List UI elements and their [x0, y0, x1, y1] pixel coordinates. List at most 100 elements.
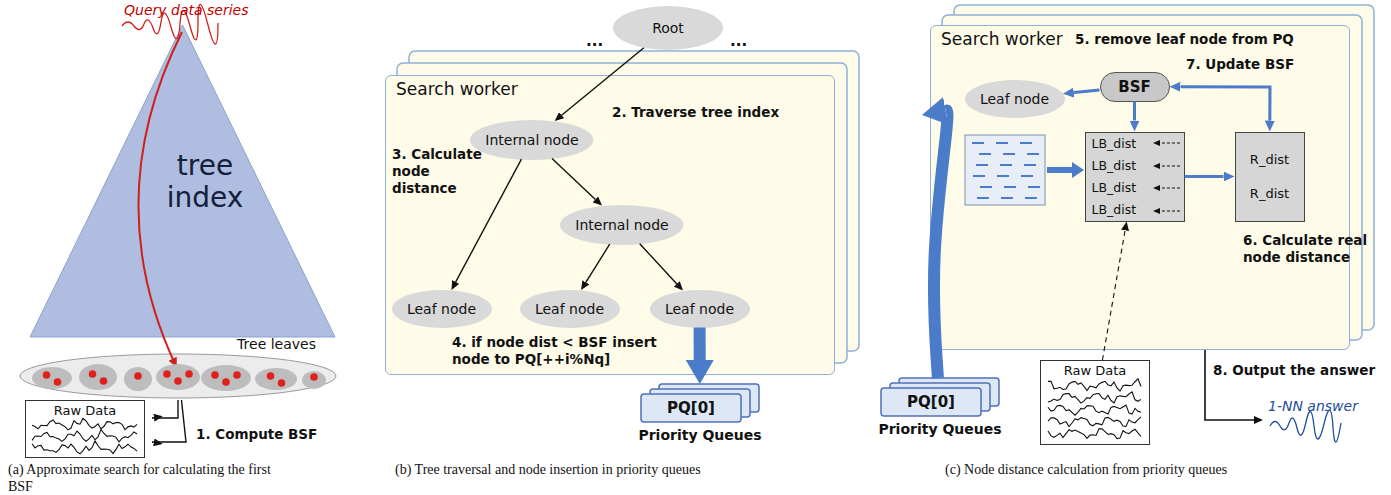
node-text: Raw Data [1041, 361, 1149, 378]
lb-fetch-line [1160, 188, 1180, 189]
real-distance-box: R_distR_dist [1235, 132, 1305, 222]
node-text: tree index [150, 150, 260, 214]
series-dash [1025, 197, 1037, 199]
series-dash [997, 175, 1009, 177]
node-text: LB_dist [1086, 136, 1184, 151]
node-text: Priority Queues [865, 421, 1015, 437]
label-holder: 6. Calculate real node distance [1243, 232, 1378, 266]
connector [152, 400, 186, 442]
leaf-cluster [255, 368, 297, 390]
ellipsis-label: ... [586, 32, 603, 50]
caption: (c) Node distance calculation from prior… [945, 462, 1345, 479]
ellipse-outline [613, 6, 723, 50]
label-holder: 8. Output the answer [1213, 362, 1385, 379]
label-holder: 3. Calculate node distance [392, 146, 488, 197]
ellipsis-label: ... [730, 32, 747, 50]
series-dash [1027, 153, 1039, 155]
connector [694, 328, 706, 361]
label-holder: (a) Approximate search for calculating t… [8, 462, 288, 495]
ellipse-outline [520, 290, 620, 328]
series-dash [973, 175, 985, 177]
step-label: 2. Traverse tree index [612, 104, 779, 121]
series-dot [54, 378, 62, 386]
series-dot [89, 370, 97, 378]
node-text: R_dist [1250, 186, 1289, 201]
raw-series-line [1048, 392, 1141, 403]
band-outline [20, 354, 336, 398]
raw-series-line [32, 441, 137, 454]
node-text: LB_dist [1086, 202, 1184, 217]
leaf-cluster [201, 365, 251, 391]
connector [152, 400, 178, 418]
node-text: Search worker [386, 76, 834, 102]
node-text: Internal node [575, 217, 668, 233]
answer-label: 1-NN answer [1268, 398, 1358, 414]
series-dot [43, 371, 51, 379]
series-dash [1021, 175, 1033, 177]
series-dash [979, 153, 991, 155]
tree-node-ellipse: Leaf node [650, 290, 750, 328]
tree-node-ellipse: Leaf node [392, 290, 492, 328]
ellipse-outline [965, 80, 1065, 118]
label-holder: 2. Traverse tree index [612, 104, 779, 121]
query-path [138, 32, 182, 366]
raw-series-line [1048, 429, 1141, 439]
node-text: Leaf node [407, 301, 476, 317]
label-holder: ... [586, 32, 603, 50]
label-holder: (c) Node distance calculation from prior… [945, 462, 1345, 479]
tree-node-ellipse: Internal node [470, 120, 593, 160]
step-label: 5. remove leaf node from PQ [1075, 31, 1294, 48]
step-label: 1. Compute BSF [196, 426, 317, 443]
series-dash [1020, 142, 1032, 144]
node-text: Leaf node [665, 301, 734, 317]
series-dash [1001, 197, 1013, 199]
series-dot [310, 373, 318, 381]
series-box [965, 135, 1045, 205]
node-text: LB_dist [1086, 158, 1184, 173]
node-text: BSF [1118, 78, 1150, 96]
node-text: Internal node [485, 132, 578, 148]
leaf-cluster [32, 367, 72, 389]
label-holder: ... [730, 32, 747, 50]
leaf-cluster [79, 364, 117, 390]
leaf-cluster [302, 371, 326, 389]
output-line [1205, 350, 1254, 420]
series-dot [100, 377, 108, 385]
node-text: R_dist [1250, 152, 1289, 167]
label-holder: 5. remove leaf node from PQ [1075, 31, 1294, 48]
raw-series-line [32, 418, 137, 429]
lower-bound-box: LB_distLB_distLB_distLB_dist [1085, 132, 1185, 222]
series-dot [185, 370, 193, 378]
series-dot [278, 379, 286, 387]
tree-node-ellipse: Root [613, 6, 723, 50]
series-dash [1000, 164, 1012, 166]
step-label: 7. Update BSF [1186, 56, 1294, 73]
series-dot [174, 377, 182, 385]
raw-series-line [1048, 417, 1141, 427]
lb-fetch-line [1160, 211, 1180, 212]
label-holder: (b) Tree traversal and node insertion in… [395, 462, 795, 479]
connector [1185, 175, 1224, 178]
connector [1181, 87, 1271, 121]
connector [934, 111, 947, 378]
caption: (b) Tree traversal and node insertion in… [395, 462, 795, 479]
connector [640, 244, 677, 284]
raw-data-box: Raw Data [1040, 360, 1150, 445]
connector [456, 159, 522, 282]
series-dash [996, 142, 1008, 144]
bsf-pill: BSF [1100, 72, 1170, 102]
ellipse-outline [560, 205, 683, 245]
caption: (a) Approximate search for calculating t… [8, 462, 288, 495]
series-to-lb-arrowhead [1072, 162, 1084, 178]
series-dash [980, 186, 992, 188]
lb-fetch-head [1153, 208, 1160, 214]
leaf-cluster [124, 367, 152, 391]
answer-series-wave [1270, 410, 1341, 442]
series-dash [1024, 164, 1036, 166]
lb-fetch-head [1153, 185, 1160, 191]
series-dot [134, 372, 142, 380]
connector [1074, 90, 1100, 93]
lb-fetch-head [1153, 163, 1160, 169]
connector [1102, 230, 1125, 360]
